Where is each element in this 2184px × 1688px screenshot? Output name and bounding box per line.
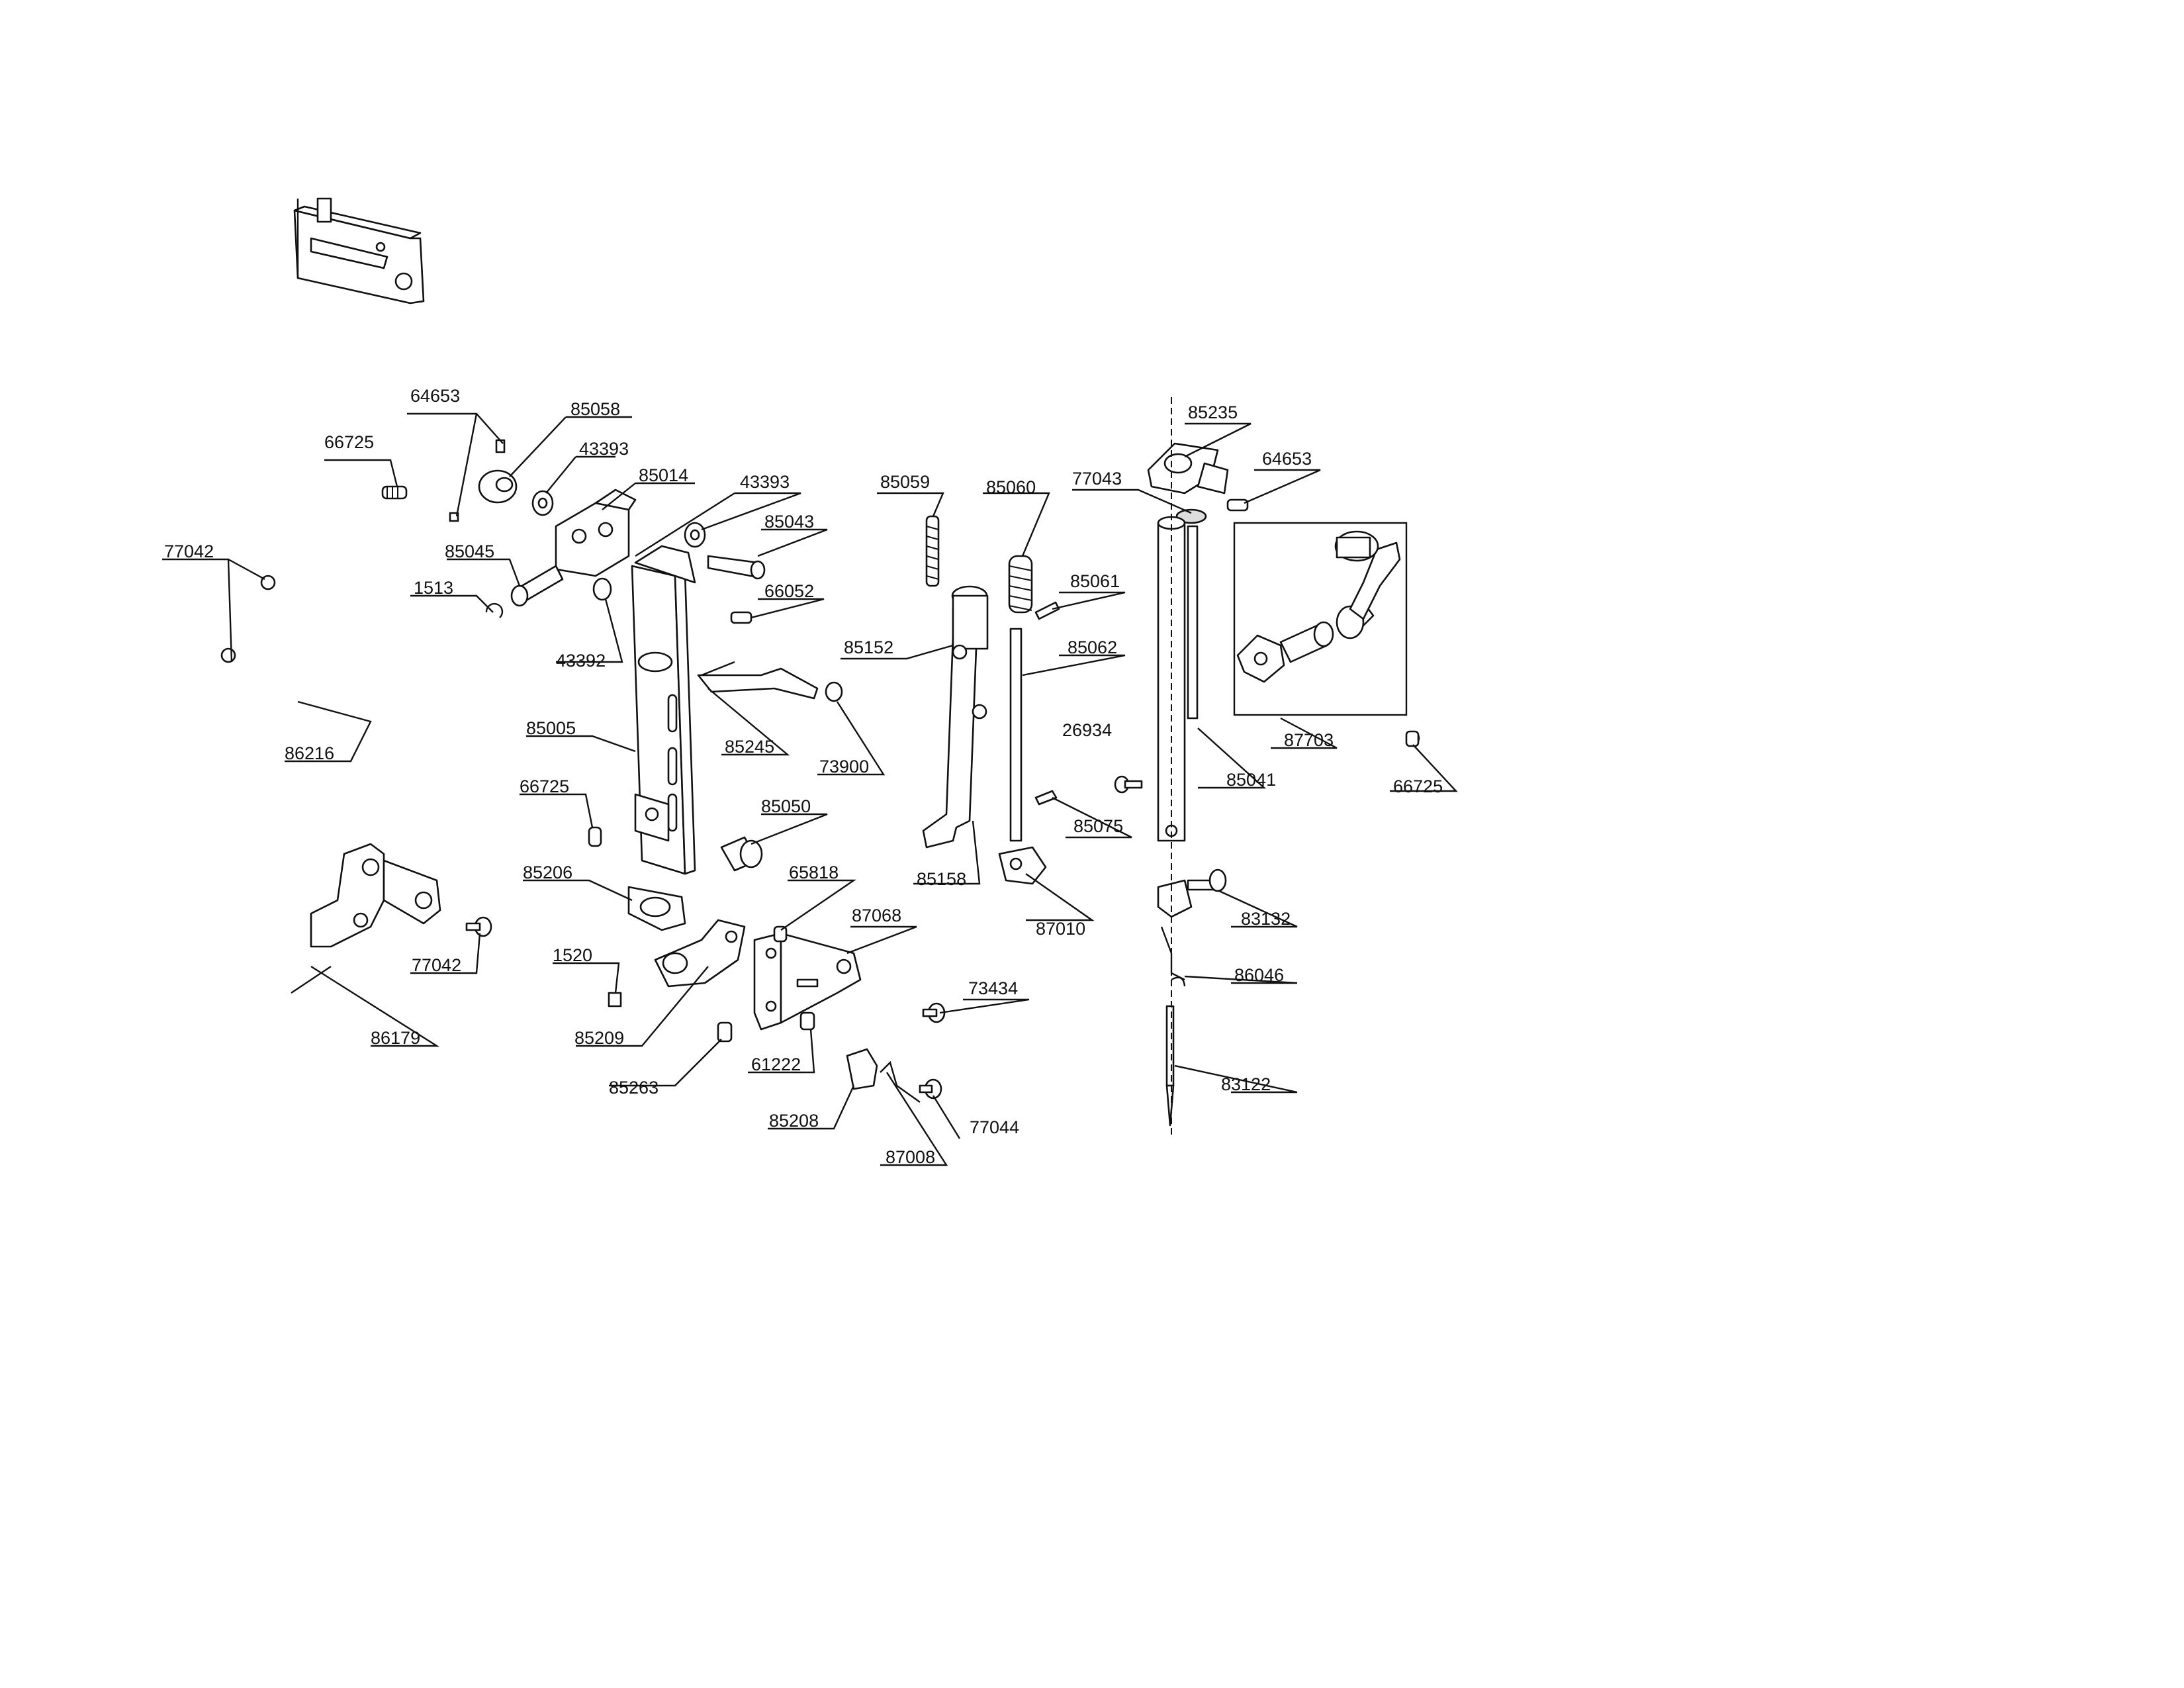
label-85209: 85209 <box>574 1028 624 1048</box>
label-61222: 61222 <box>751 1055 801 1074</box>
screw-64653-b <box>1226 498 1249 512</box>
lever-85209 <box>654 919 746 988</box>
wire-87008 <box>880 1060 921 1103</box>
spring-85059 <box>925 515 940 587</box>
label-85208: 85208 <box>769 1111 819 1131</box>
label-85059: 85059 <box>880 472 930 492</box>
label-86216: 86216 <box>285 743 334 763</box>
label-1513: 1513 <box>414 578 453 598</box>
label-85263: 85263 <box>609 1078 659 1098</box>
label-87008: 87008 <box>886 1147 935 1167</box>
ring-85206 <box>627 886 686 931</box>
bracket-86179 <box>291 843 441 994</box>
label-73900: 73900 <box>819 757 869 776</box>
label-77043: 77043 <box>1072 469 1122 489</box>
pin-85061 <box>1034 601 1060 620</box>
pivot-85014 <box>555 489 637 577</box>
label-87703: 87703 <box>1284 730 1334 750</box>
bar-85041 <box>1157 516 1199 842</box>
bracket-86216 <box>293 197 425 305</box>
label-85041: 85041 <box>1226 770 1276 790</box>
washer-77043 <box>1175 508 1207 524</box>
label-85075: 85075 <box>1073 816 1123 836</box>
label-66725-b: 66725 <box>520 776 569 796</box>
washer-43393a <box>531 490 554 516</box>
screw-66725-a <box>381 485 408 500</box>
assembly-87703 <box>1233 522 1420 745</box>
screw-73900 <box>825 681 843 702</box>
label-86046: 86046 <box>1234 965 1284 985</box>
spring-85060 <box>1008 555 1033 614</box>
part-labels: 64653 85058 66725 43393 85014 43393 8504… <box>164 386 1443 1167</box>
screw-61222 <box>799 1011 815 1031</box>
label-83132: 83132 <box>1241 909 1291 929</box>
label-66725-c: 66725 <box>1393 776 1443 796</box>
screw-77042-b <box>465 916 492 937</box>
pin-85075 <box>1034 790 1058 806</box>
bar-85005 <box>631 545 696 875</box>
washer-43392 <box>592 577 612 601</box>
label-85050: 85050 <box>761 796 811 816</box>
label-85014: 85014 <box>639 465 688 485</box>
label-1520: 1520 <box>553 945 592 965</box>
label-85061: 85061 <box>1070 571 1120 591</box>
collar-85058 <box>478 469 518 504</box>
label-85245: 85245 <box>725 737 774 757</box>
screw-65818 <box>773 925 788 943</box>
label-43393-a: 43393 <box>579 439 629 459</box>
label-43392: 43392 <box>556 651 606 671</box>
lever-85152 <box>922 585 989 849</box>
needle-83122 <box>1165 1005 1175 1127</box>
label-65818: 65818 <box>789 863 839 882</box>
label-85206: 85206 <box>523 863 572 882</box>
screw-77044 <box>919 1078 942 1100</box>
clamp-83132 <box>1157 868 1227 918</box>
label-64653-b: 64653 <box>1262 449 1312 469</box>
leader-lines <box>162 397 1458 1166</box>
screw-26934 <box>1114 775 1143 794</box>
label-86179: 86179 <box>371 1028 420 1048</box>
screw-66725-b <box>588 826 602 847</box>
label-85152: 85152 <box>844 637 893 657</box>
label-85005: 85005 <box>526 718 576 738</box>
label-85058: 85058 <box>570 399 620 419</box>
label-85060: 85060 <box>986 477 1036 497</box>
label-87068: 87068 <box>852 906 901 925</box>
arm-85245 <box>697 661 819 700</box>
label-26934: 26934 <box>1062 720 1112 740</box>
roller-85050 <box>720 836 763 872</box>
label-43393-b: 43393 <box>740 472 790 492</box>
screw-1520 <box>608 992 622 1008</box>
shaft-85045 <box>510 565 564 607</box>
rod-85062 <box>998 628 1047 885</box>
screw-66725-c <box>1405 730 1420 747</box>
label-83122: 83122 <box>1221 1074 1271 1094</box>
label-73434: 73434 <box>968 978 1018 998</box>
label-87010: 87010 <box>1036 919 1085 939</box>
label-66725-a: 66725 <box>324 432 374 452</box>
label-64653-a: 64653 <box>410 386 460 406</box>
clamp-85235 <box>1147 442 1229 494</box>
screw-85263 <box>717 1021 733 1043</box>
block-85208 <box>846 1048 878 1090</box>
label-85235: 85235 <box>1188 402 1238 422</box>
label-85045: 85045 <box>445 541 494 561</box>
label-77042-a: 77042 <box>164 541 214 561</box>
label-85062: 85062 <box>1068 637 1117 657</box>
label-77044: 77044 <box>970 1117 1019 1137</box>
clip-1513 <box>485 602 504 618</box>
pin-85043 <box>707 555 766 580</box>
clip-86046 <box>1160 926 1186 987</box>
label-77042-b: 77042 <box>412 955 461 975</box>
screw-66052 <box>730 611 752 624</box>
washer-43393b <box>684 522 706 548</box>
label-85043: 85043 <box>764 512 814 532</box>
label-66052: 66052 <box>764 581 814 601</box>
label-85158: 85158 <box>917 869 966 889</box>
plate-87068 <box>753 932 862 1031</box>
